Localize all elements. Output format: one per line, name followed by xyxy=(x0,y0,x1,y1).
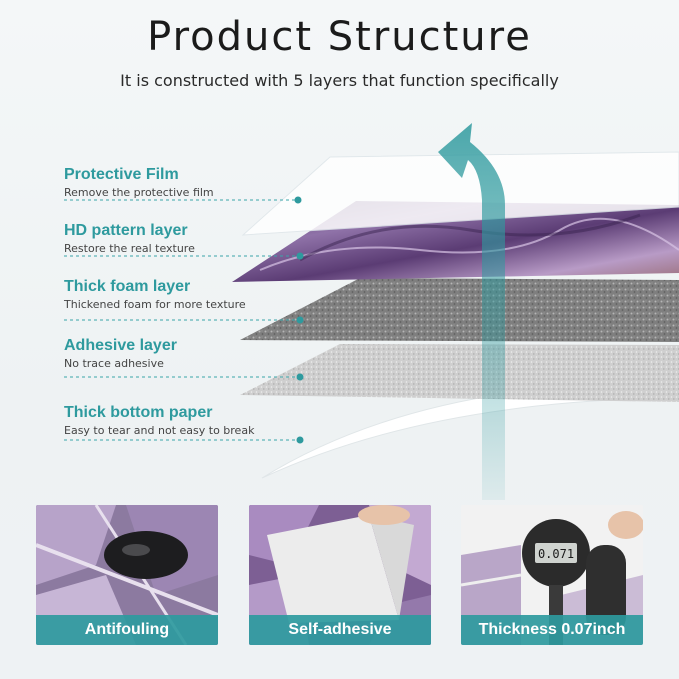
connector-dot xyxy=(296,316,304,324)
page-title: Product Structure xyxy=(147,14,532,60)
layer-protective-film: Protective Film Remove the protective fi… xyxy=(64,166,214,199)
feature-label: Self-adhesive xyxy=(249,615,431,645)
feature-card-antifouling: Antifouling xyxy=(36,505,218,645)
caliper-readout: 0.071 xyxy=(538,547,574,561)
connector-dot xyxy=(296,436,304,444)
feature-card-thickness: 0.071 Thickness 0.07inch xyxy=(461,505,643,645)
layer-bottom-paper: Thick bottom paper Easy to tear and not … xyxy=(64,404,254,437)
foam-layer xyxy=(240,278,679,342)
layer-name: Adhesive layer xyxy=(64,337,177,354)
layer-hd-pattern: HD pattern layer Restore the real textur… xyxy=(64,222,195,255)
feature-label: Thickness 0.07inch xyxy=(461,615,643,645)
layer-stack-illustration xyxy=(64,123,679,500)
adhesive-layer xyxy=(240,344,679,402)
layer-description: Easy to tear and not easy to break xyxy=(64,424,255,437)
connector-dot xyxy=(296,252,304,260)
layer-name: HD pattern layer xyxy=(64,222,188,239)
layer-description: Remove the protective film xyxy=(64,186,214,199)
layer-description: Thickened foam for more texture xyxy=(64,298,246,311)
feature-card-self-adhesive: Self-adhesive xyxy=(249,505,431,645)
page-subtitle: It is constructed with 5 layers that fun… xyxy=(120,71,559,90)
connector-dot xyxy=(296,373,304,381)
feature-label: Antifouling xyxy=(36,615,218,645)
layer-adhesive: Adhesive layer No trace adhesive xyxy=(64,337,177,370)
layer-thick-foam: Thick foam layer Thickened foam for more… xyxy=(64,278,246,311)
layer-description: Restore the real texture xyxy=(64,242,195,255)
protective-film-layer xyxy=(241,151,679,236)
layer-description: No trace adhesive xyxy=(64,357,164,370)
layer-name: Thick bottom paper xyxy=(64,404,213,421)
layer-name: Thick foam layer xyxy=(64,278,191,295)
arrow-up-icon xyxy=(438,123,505,500)
layer-name: Protective Film xyxy=(64,166,179,183)
connector-dot xyxy=(294,196,302,204)
